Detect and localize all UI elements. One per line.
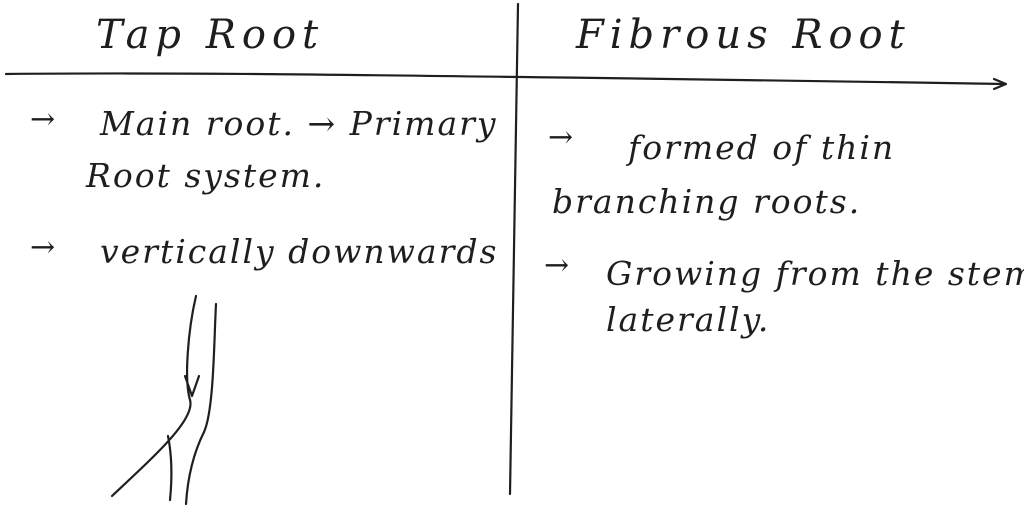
tap-root-point-1-line-1: Main root. → Primary [100, 104, 498, 143]
fibrous-root-heading: Fibrous Root [576, 12, 911, 58]
fibrous-root-point-2-arrow-icon: → [544, 248, 570, 283]
header-rule [4, 72, 1006, 86]
fibrous-root-point-1-arrow-icon: → [548, 120, 574, 155]
fibrous-root-point-1-line-1: formed of thin [628, 128, 896, 167]
root-outline-left [110, 294, 198, 498]
column-divider [508, 2, 520, 496]
header-rule-arrowhead [992, 77, 1008, 91]
fibrous-root-point-2-line-2: laterally. [606, 300, 771, 339]
root-downward-arrow [183, 374, 201, 398]
tap-root-point-1-arrow-icon: → [30, 102, 56, 137]
tap-root-point-2-arrow-icon: → [30, 230, 56, 265]
tap-root-heading: Tap Root [96, 12, 325, 58]
tap-root-point-2-line-1: vertically downwards [100, 232, 499, 271]
fibrous-root-point-1-line-2: branching roots. [552, 182, 862, 221]
fibrous-root-point-2-line-1: Growing from the stem [606, 254, 1024, 293]
tap-root-point-1-line-2: Root system. [86, 156, 326, 195]
root-inner-branch [166, 434, 173, 502]
tap-root-sketch [110, 294, 218, 506]
root-outline-right [184, 302, 218, 506]
